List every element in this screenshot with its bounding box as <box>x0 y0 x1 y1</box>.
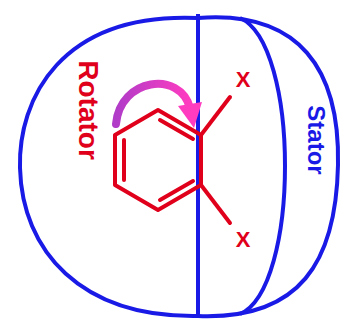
rotator-label: Rotator <box>74 60 102 160</box>
stator-label: Stator <box>304 105 328 174</box>
stator-outline <box>20 14 338 318</box>
substituent-label: X <box>236 229 251 251</box>
rotation-arrow <box>116 84 202 128</box>
substituent-label: X <box>236 69 251 91</box>
benzene-ring <box>115 97 230 223</box>
